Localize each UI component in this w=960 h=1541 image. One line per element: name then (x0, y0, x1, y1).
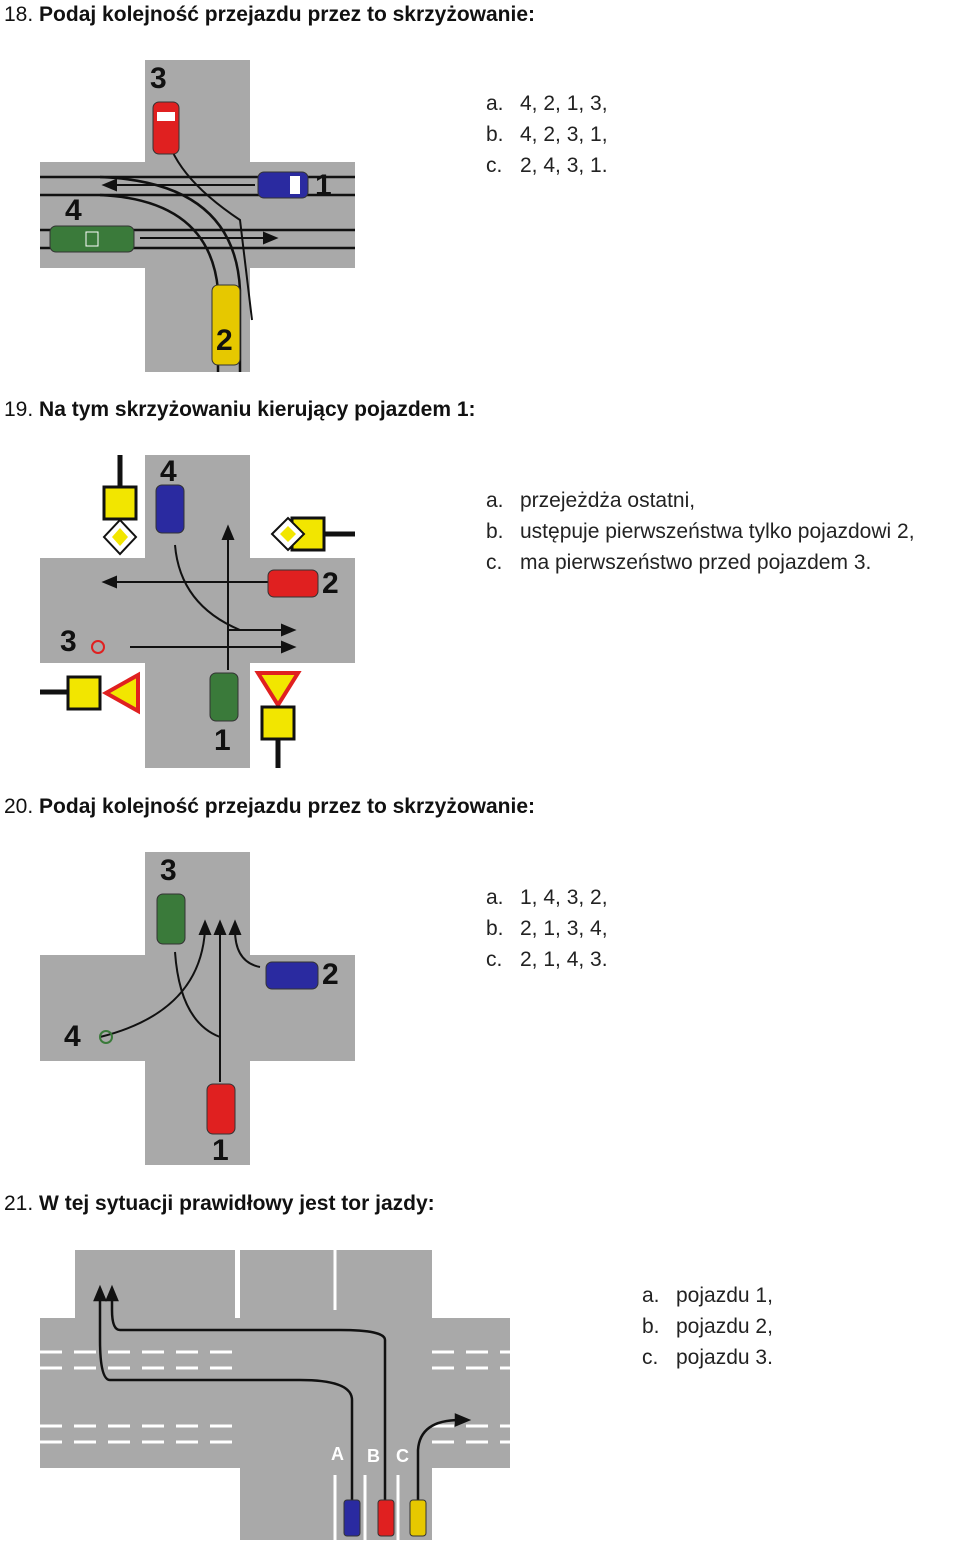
option-letter: a. (486, 92, 504, 115)
intersection-diagram-21: A B C (40, 1250, 510, 1540)
answer-options-18: a. 4, 2, 1, 3, b. 4, 2, 3, 1, c. 2, 4, 3, 1… (486, 88, 608, 181)
car-2-tram-yellow (211, 284, 241, 366)
answer-option[interactable]: b. 2, 1, 3, 4, (486, 913, 608, 944)
option-letter: b. (642, 1315, 660, 1338)
option-text: 4, 2, 1, 3, (520, 92, 608, 115)
answer-options-20: a. 1, 4, 3, 2, b. 2, 1, 3, 4, c. 2, 1, 4, 3… (486, 882, 608, 975)
answer-option[interactable]: c. ma pierwszeństwo przed pojazdem 3. (486, 547, 915, 578)
intersection-diagram-18: 3 1 4 2 (40, 60, 355, 372)
bicycle-3 (91, 640, 105, 654)
option-letter: a. (486, 886, 504, 909)
answer-option[interactable]: c. 2, 1, 4, 3. (486, 944, 608, 975)
option-letter: c. (642, 1346, 659, 1369)
question-19-heading: 19. Na tym skrzyżowaniu kierujący pojazd… (4, 398, 476, 422)
question-18-heading: 18. Podaj kolejność przejazdu przez to s… (4, 3, 535, 27)
lane-label: A (331, 1444, 344, 1464)
option-text: 2, 4, 3, 1. (520, 154, 608, 177)
question-number: 19. (4, 398, 34, 421)
car-2-blue (265, 961, 319, 990)
option-text: ustępuje pierwszeństwa tylko pojazdowi 2… (520, 520, 915, 543)
question-text: Podaj kolejność przejazdu przez to skrzy… (39, 795, 535, 818)
car-a-blue (343, 1499, 361, 1537)
option-letter: a. (486, 489, 504, 512)
diagram-label: 4 (160, 455, 177, 488)
lane-label: B (367, 1446, 380, 1466)
car-c-yellow (409, 1499, 427, 1537)
yield-sign-bottom (254, 671, 302, 768)
option-letter: b. (486, 520, 504, 543)
option-letter: b. (486, 123, 504, 146)
car-1-red (206, 1083, 236, 1135)
yield-sign-left (40, 671, 140, 715)
option-text: przejeżdża ostatni, (520, 489, 696, 512)
answer-option[interactable]: b. 4, 2, 3, 1, (486, 119, 608, 150)
car-3-green (156, 893, 186, 945)
question-21-heading: 21. W tej sytuacji prawidłowy jest tor j… (4, 1192, 435, 1216)
option-letter: b. (486, 917, 504, 940)
bicycle-4 (99, 1030, 113, 1044)
option-letter: c. (486, 154, 503, 177)
diagram-label: 2 (322, 567, 339, 600)
diagram-label: 3 (60, 625, 77, 658)
answer-option[interactable]: a. 4, 2, 1, 3, (486, 88, 608, 119)
car-4-blue (155, 484, 185, 534)
diagram-label: 4 (64, 1020, 81, 1053)
car-1-green (209, 672, 239, 722)
diagram-label: 1 (214, 724, 231, 757)
question-number: 20. (4, 795, 34, 818)
answer-option[interactable]: b. pojazdu 2, (642, 1311, 773, 1342)
car-3-red (152, 101, 180, 155)
car-2-red (267, 569, 319, 598)
answer-option[interactable]: b. ustępuje pierwszeństwa tylko pojazdowi… (486, 516, 915, 547)
option-letter: c. (486, 948, 503, 971)
question-text: Podaj kolejność przejazdu przez to skrzy… (39, 3, 535, 26)
option-text: 4, 2, 3, 1, (520, 123, 608, 146)
option-text: ma pierwszeństwo przed pojazdem 3. (520, 551, 872, 574)
answer-option[interactable]: a. pojazdu 1, (642, 1280, 773, 1311)
answer-option[interactable]: c. 2, 4, 3, 1. (486, 150, 608, 181)
car-4-tram-green (49, 225, 135, 253)
option-text: 2, 1, 4, 3. (520, 948, 608, 971)
car-b-red (377, 1499, 395, 1537)
question-20-heading: 20. Podaj kolejność przejazdu przez to s… (4, 795, 535, 819)
intersection-diagram-20: 3 2 4 1 (40, 852, 355, 1165)
diagram-label: 3 (160, 854, 177, 887)
lane-label: C (396, 1446, 409, 1466)
question-text: W tej sytuacji prawidłowy jest tor jazdy… (39, 1192, 435, 1215)
diagram-label: 2 (322, 958, 339, 991)
answer-option[interactable]: a. 1, 4, 3, 2, (486, 882, 608, 913)
option-text: 2, 1, 3, 4, (520, 917, 608, 940)
option-text: pojazdu 3. (676, 1346, 773, 1369)
question-text: Na tym skrzyżowaniu kierujący pojazdem 1… (39, 398, 476, 421)
question-number: 21. (4, 1192, 34, 1215)
option-text: pojazdu 1, (676, 1284, 773, 1307)
intersection-diagram-19: 4 2 3 1 (40, 455, 355, 768)
priority-sign-top-left (102, 455, 138, 556)
option-text: pojazdu 2, (676, 1315, 773, 1338)
option-letter: a. (642, 1284, 660, 1307)
option-letter: c. (486, 551, 503, 574)
answer-options-21: a. pojazdu 1, b. pojazdu 2, c. pojazdu 3. (642, 1280, 773, 1373)
diagram-label: 1 (212, 1134, 229, 1165)
answer-options-19: a. przejeżdża ostatni, b. ustępuje pierwsz… (486, 485, 915, 578)
car-1-blue (257, 171, 309, 199)
answer-option[interactable]: a. przejeżdża ostatni, (486, 485, 915, 516)
diagram-label: 4 (65, 194, 82, 227)
diagram-label: 1 (315, 169, 332, 202)
question-number: 18. (4, 3, 34, 26)
diagram-label: 3 (150, 62, 167, 95)
option-text: 1, 4, 3, 2, (520, 886, 608, 909)
answer-option[interactable]: c. pojazdu 3. (642, 1342, 773, 1373)
diagram-label: 2 (216, 324, 233, 357)
priority-sign-top-right (270, 516, 355, 552)
